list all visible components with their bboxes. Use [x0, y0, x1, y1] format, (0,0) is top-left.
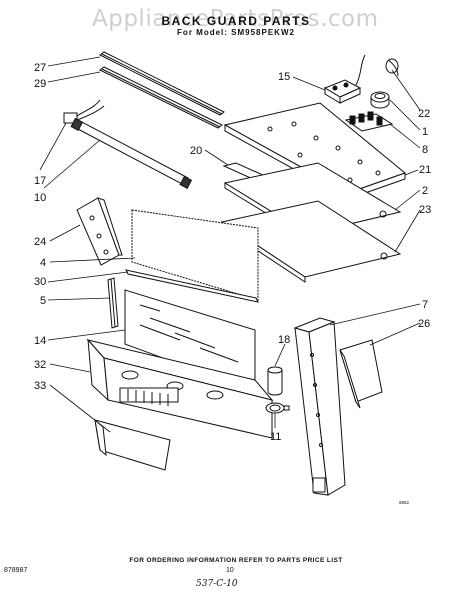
- model-subtitle: For Model: SM958PEKW2: [177, 28, 295, 37]
- part-1-knob: [370, 91, 390, 109]
- page-number: 10: [226, 567, 234, 574]
- document-number: 878987: [4, 567, 28, 574]
- diagram-title: BACK GUARD PARTS: [161, 14, 311, 28]
- leader-lines: [39, 56, 421, 433]
- callout-labels: 27 29 15 22 1 8 17 10 20 21 2 23 24 4 30…: [34, 62, 431, 443]
- part-24-bracket: [76, 197, 123, 266]
- callout-2: 2: [422, 185, 428, 197]
- handwritten-code: 537-C-10: [196, 579, 238, 589]
- part-32-housing: [86, 338, 274, 439]
- callout-4: 4: [40, 257, 46, 269]
- callout-17: 17: [34, 175, 46, 187]
- part-26-side-cap: [339, 339, 383, 409]
- callout-18: 18: [278, 334, 290, 346]
- part-11-clamp: [265, 402, 290, 414]
- callout-11: 11: [270, 431, 281, 443]
- part-29-rail: [99, 66, 223, 129]
- part-18-capacitor: [267, 366, 283, 396]
- part-4-back-panel: [131, 209, 259, 301]
- callout-33: 33: [34, 380, 46, 392]
- part-33-lower-bracket: [94, 418, 171, 471]
- callout-30: 30: [34, 276, 46, 288]
- figure-code: 8852: [399, 500, 410, 505]
- watermark: AppliancePartsPros.com: [92, 6, 379, 32]
- part-8-terminal-strip: [344, 111, 394, 132]
- callout-15: 15: [278, 71, 290, 83]
- part-27-rail: [99, 51, 225, 116]
- callout-29: 29: [34, 78, 46, 90]
- callout-7: 7: [422, 299, 428, 311]
- part-15-terminal-block: [323, 54, 366, 104]
- callout-22: 22: [418, 108, 430, 120]
- callout-23: 23: [419, 204, 431, 216]
- part-22-grommet: [385, 58, 399, 77]
- callout-14: 14: [34, 335, 46, 347]
- part-5-side-trim: [107, 277, 119, 329]
- callout-26: 26: [418, 318, 430, 330]
- callout-5: 5: [40, 295, 46, 307]
- callout-1: 1: [422, 126, 428, 138]
- callout-27: 27: [34, 62, 46, 74]
- callout-10: 10: [34, 192, 46, 204]
- part-10-fluorescent-tube: [70, 117, 193, 189]
- callout-21: 21: [419, 164, 431, 176]
- callout-8: 8: [422, 144, 428, 156]
- callout-24: 24: [34, 236, 46, 248]
- callout-20: 20: [190, 145, 202, 157]
- ordering-note: FOR ORDERING INFORMATION REFER TO PARTS …: [129, 557, 343, 564]
- part-7-side-column: [293, 317, 346, 496]
- callout-32: 32: [34, 359, 46, 371]
- part-17-socket: [63, 99, 105, 124]
- part-30-strip: [125, 269, 259, 303]
